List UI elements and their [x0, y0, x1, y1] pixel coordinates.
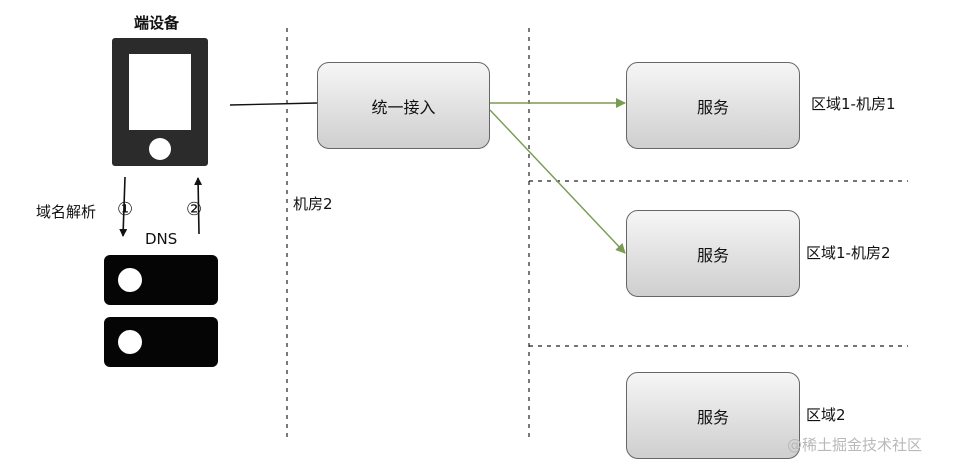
- service-node-2[interactable]: 服务: [626, 210, 800, 297]
- dns-server-icon: [104, 255, 218, 305]
- region-label-3: 区域2: [806, 406, 846, 424]
- device-title: 端设备: [134, 14, 180, 32]
- dns-resolve-label: 域名解析: [36, 203, 97, 221]
- device-screen: [129, 54, 191, 130]
- region-label-2: 区域1-机房2: [806, 244, 891, 262]
- server-indicator: [118, 330, 142, 354]
- service-node-1[interactable]: 服务: [626, 62, 800, 149]
- device-gateway-link: [229, 102, 318, 106]
- service-label: 服务: [696, 97, 729, 117]
- server-indicator: [118, 268, 142, 292]
- gateway-node[interactable]: 统一接入: [317, 62, 490, 149]
- dns-step2-marker: ②: [186, 199, 203, 220]
- device-home-button: [149, 138, 171, 160]
- service-label: 服务: [696, 245, 729, 265]
- dns-step1-marker: ①: [117, 199, 134, 220]
- gateway-service2-arrow: [489, 109, 626, 254]
- region-label-1: 区域1-机房1: [811, 95, 896, 113]
- dns-server-icon: [104, 317, 218, 367]
- service-node-3[interactable]: 服务: [626, 372, 800, 459]
- left-room-label: 机房2: [293, 195, 333, 213]
- watermark: @稀土掘金技术社区: [787, 436, 923, 454]
- service-label: 服务: [696, 407, 729, 427]
- gateway-label: 统一接入: [371, 97, 436, 117]
- dns-response-arrow: [194, 177, 203, 235]
- dns-label: DNS: [145, 230, 178, 248]
- dns-request-arrow: [119, 176, 128, 237]
- mobile-device-icon: [112, 38, 208, 166]
